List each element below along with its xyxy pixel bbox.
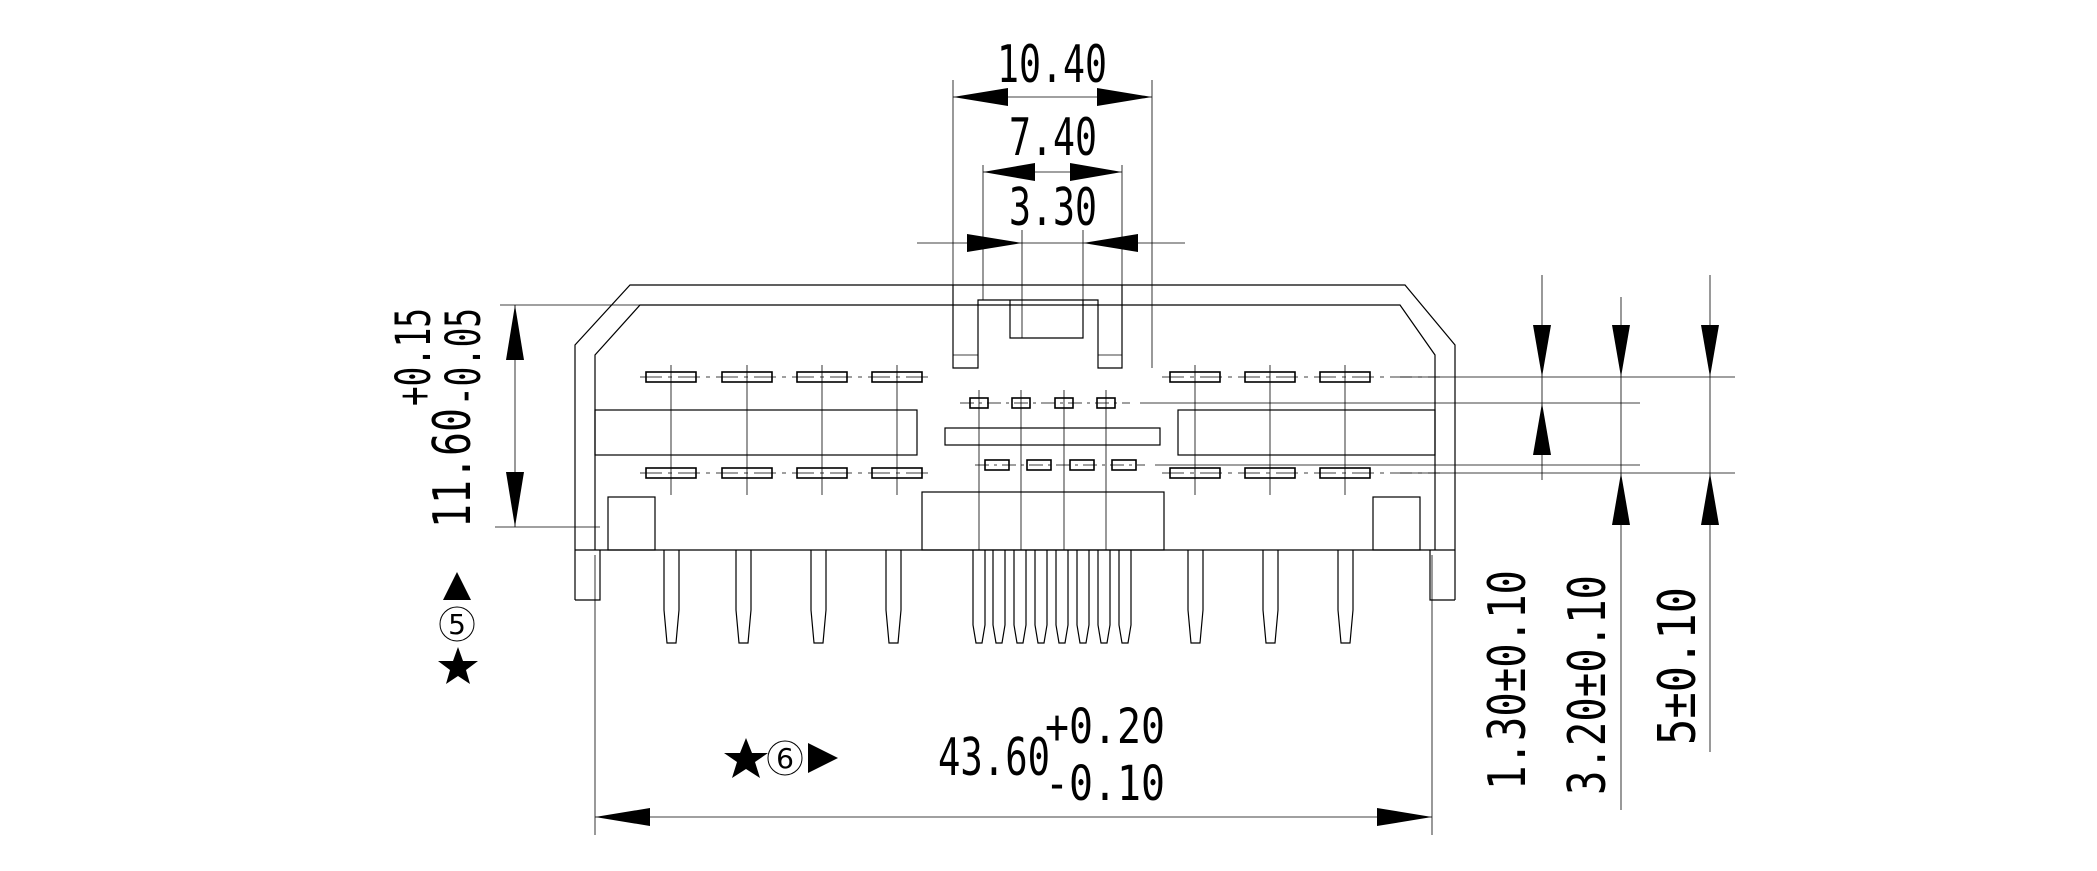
dim-total-tol-minus: -0.10: [1045, 756, 1165, 812]
dim-top-width: 10.40: [997, 35, 1107, 95]
dim-pitch-row: 1.30±0.10: [1478, 570, 1538, 790]
housing-outline: [574, 284, 1456, 601]
triangle-right-icon: [808, 743, 838, 773]
height-dimension: 11.60 +0.15 -0.05: [386, 308, 492, 528]
dim-pitch-mid: 3.20±0.10: [1558, 575, 1618, 795]
left-marker: 5: [438, 572, 478, 684]
circle-number-icon: [439, 606, 475, 642]
star-icon: [438, 647, 478, 684]
contact-slots: [640, 365, 1440, 550]
dim-mid-width: 7.40: [1009, 108, 1097, 168]
bottom-marker: 6: [724, 738, 838, 778]
dim-height-main: 11.60: [423, 408, 483, 528]
triangle-up-icon: [443, 572, 471, 600]
dim-inner-width: 3.30: [1009, 178, 1097, 238]
dim-height-tol-minus: -0.05: [436, 308, 492, 406]
connector-pins: [663, 550, 1354, 644]
dim-pitch-outer: 5±0.10: [1648, 587, 1708, 745]
dim-height-tol-plus: +0.15: [386, 308, 442, 406]
dim-total-width: 43.60: [938, 728, 1050, 788]
circle-number-icon: [767, 740, 803, 776]
star-icon: [724, 738, 768, 778]
bottom-mark-number: 6: [776, 742, 794, 775]
dim-total-tol-plus: +0.20: [1045, 699, 1165, 755]
left-mark-number: 5: [448, 608, 466, 641]
dimension-lines: [495, 80, 1735, 835]
top-latch: [952, 285, 1123, 369]
